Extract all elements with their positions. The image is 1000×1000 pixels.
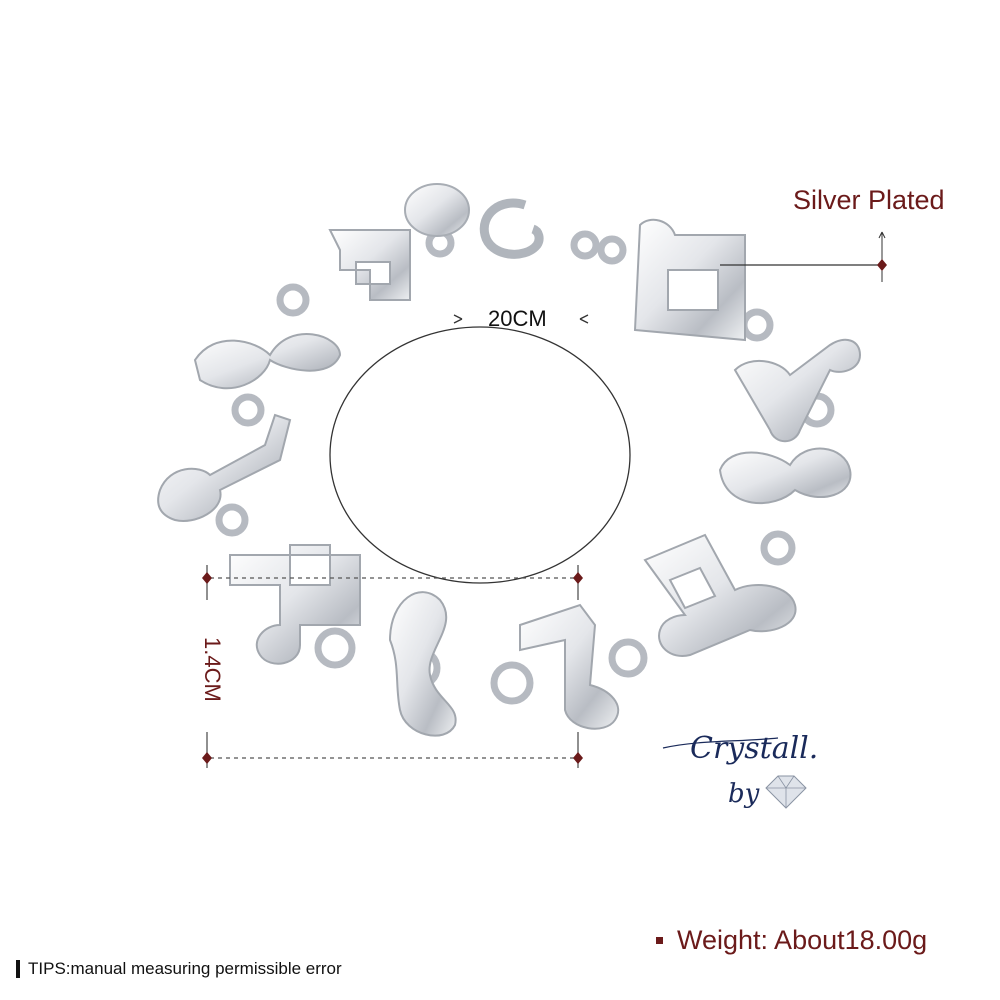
svg-text:Crystall.: Crystall.: [690, 731, 818, 766]
weight-label: Weight: About18.00g: [677, 925, 928, 955]
width-label: 1.4CM: [200, 637, 225, 702]
diamond-icon: [765, 775, 807, 809]
material-label: Silver Plated: [793, 185, 945, 215]
length-label: 20CM: [488, 306, 547, 331]
tips-label: TIPS:manual measuring permissible error: [28, 959, 342, 978]
heart-tag: [404, 183, 470, 237]
length-arrow-right: [579, 314, 589, 324]
svg-text:by: by: [728, 779, 760, 809]
charms: [157, 218, 862, 737]
lobster-clasp: [479, 198, 544, 259]
diamond-marker-icon: [877, 259, 887, 271]
material-arrow-icon: [878, 231, 886, 239]
brand-logo: Crystall. by: [662, 731, 818, 809]
weight-row: Weight: About18.00g: [656, 925, 927, 956]
tips-bar-icon: [16, 960, 20, 978]
width-markers: [202, 572, 583, 764]
tips-row: TIPS:manual measuring permissible error: [16, 959, 342, 979]
length-arrow-left: [453, 314, 463, 324]
circumference-loop: [329, 326, 631, 584]
bullet-square-icon: [656, 937, 663, 944]
